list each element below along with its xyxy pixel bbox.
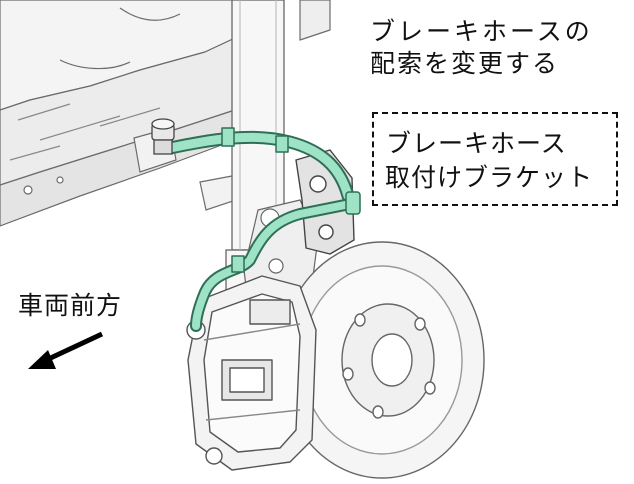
callout-line-1: ブレーキホース — [386, 129, 567, 158]
brake-disc — [279, 241, 485, 479]
vehicle-front-label: 車両前方 — [18, 291, 123, 320]
brake-hose — [163, 127, 361, 332]
forward-direction-arrow — [28, 331, 104, 369]
frame-member — [0, 0, 331, 227]
title-line-2: 配索を変更する — [370, 49, 560, 78]
title-line-1: ブレーキホースの — [370, 17, 593, 46]
callout-line-2: 取付けブラケット — [385, 163, 594, 192]
callout-box — [372, 112, 618, 206]
hose-end-fitting — [151, 118, 175, 155]
brake-caliper — [186, 275, 317, 471]
